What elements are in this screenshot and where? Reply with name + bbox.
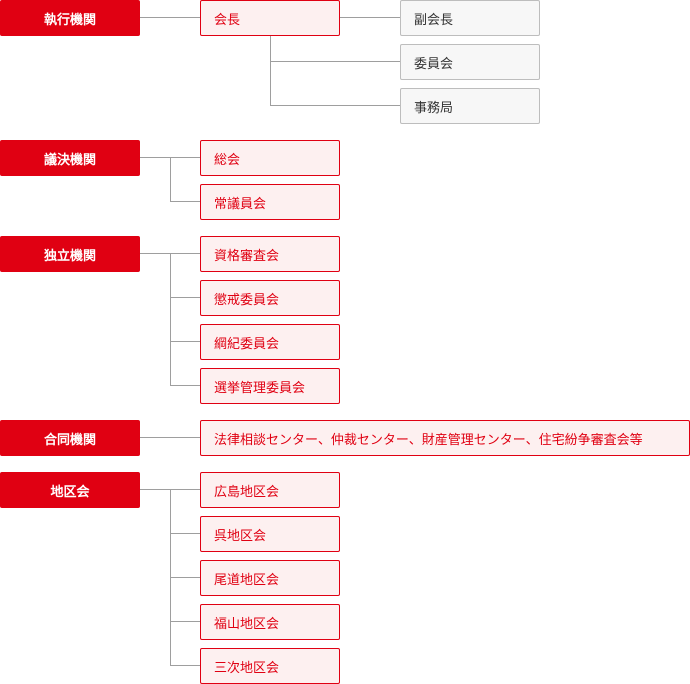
category-legislative: 議決機関: [0, 140, 140, 176]
connector-line: [170, 665, 200, 666]
connector-line: [170, 297, 200, 298]
connector-line: [270, 61, 400, 62]
node-secretariat: 事務局: [400, 88, 540, 124]
connector-line: [170, 201, 200, 202]
category-independent: 独立機関: [0, 236, 140, 272]
connector-line: [140, 17, 200, 18]
node-committee: 委員会: [400, 44, 540, 80]
node-chairman: 会長: [200, 0, 340, 36]
connector-line: [170, 385, 200, 386]
node-ethics-committee: 綱紀委員会: [200, 324, 340, 360]
node-district-fukuyama: 福山地区会: [200, 604, 340, 640]
category-joint: 合同機関: [0, 420, 140, 456]
category-executive: 執行機関: [0, 0, 140, 36]
connector-line: [270, 36, 271, 105]
node-election-committee: 選挙管理委員会: [200, 368, 340, 404]
connector-line: [170, 621, 200, 622]
connector-line: [340, 17, 400, 18]
connector-line: [170, 341, 200, 342]
connector-line: [140, 437, 200, 438]
connector-line: [170, 533, 200, 534]
connector-line: [170, 577, 200, 578]
node-qualification-review: 資格審査会: [200, 236, 340, 272]
category-district: 地区会: [0, 472, 140, 508]
connector-line: [270, 105, 400, 106]
node-district-kure: 呉地区会: [200, 516, 340, 552]
node-joint-centers: 法律相談センター、仲裁センター、財産管理センター、住宅紛争審査会等: [200, 420, 690, 456]
connector-line: [170, 157, 171, 202]
node-disciplinary-committee: 懲戒委員会: [200, 280, 340, 316]
node-district-onomichi: 尾道地区会: [200, 560, 340, 596]
connector-line: [170, 253, 171, 386]
node-standing-council: 常議員会: [200, 184, 340, 220]
node-general-assembly: 総会: [200, 140, 340, 176]
node-vice-chairman: 副会長: [400, 0, 540, 36]
node-district-miyoshi: 三次地区会: [200, 648, 340, 684]
node-district-hiroshima: 広島地区会: [200, 472, 340, 508]
